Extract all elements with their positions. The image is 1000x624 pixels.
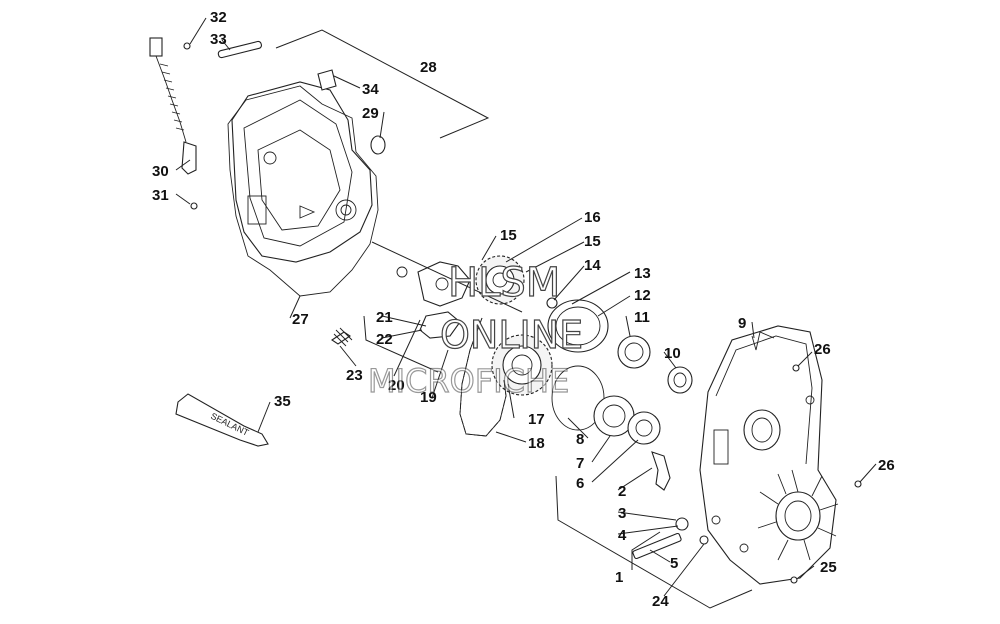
sealant-tube: SEALANT (175, 393, 269, 447)
chaincase-housing (699, 325, 839, 585)
callout-25: 25 (820, 559, 837, 576)
callout-7: 7 (576, 455, 584, 472)
upper-sprocket (475, 255, 558, 309)
callout-23: 23 (346, 367, 363, 384)
callout-20: 20 (388, 377, 405, 394)
callout-3: 3 (618, 505, 626, 522)
callout-1: 1 (615, 569, 623, 586)
group-brackets (275, 29, 753, 609)
housing-hardware (632, 331, 862, 584)
callout-28: 28 (420, 59, 437, 76)
callout-labels: 1 2 3 4 5 6 7 8 9 10 11 12 13 14 15 15 1… (152, 9, 895, 610)
leader-lines (175, 17, 877, 597)
callout-8: 8 (576, 431, 584, 448)
callout-26a: 26 (814, 341, 831, 358)
upper-chaincase-cover (231, 81, 373, 263)
watermark-line-1: HLSM (448, 260, 560, 306)
callout-15b: 15 (584, 233, 601, 250)
callout-18: 18 (528, 435, 545, 452)
callout-5: 5 (670, 555, 678, 572)
callout-35: 35 (274, 393, 291, 410)
callout-16: 16 (584, 209, 601, 226)
chain-tensioner-assembly (331, 261, 471, 347)
lower-sprocket (491, 334, 553, 396)
callout-34: 34 (362, 81, 379, 98)
watermark-line-3: MICROFICHE (368, 362, 569, 400)
bearings-and-seals (547, 299, 693, 445)
callout-9: 9 (738, 315, 746, 332)
callout-32: 32 (210, 9, 227, 26)
dipstick-assembly (149, 37, 197, 175)
cover-gasket (227, 85, 379, 297)
callout-10: 10 (664, 345, 681, 362)
callout-13: 13 (634, 265, 651, 282)
callout-14: 14 (584, 257, 601, 274)
callout-33: 33 (210, 31, 227, 48)
callout-31: 31 (152, 187, 169, 204)
callout-4: 4 (618, 527, 627, 544)
callout-15a: 15 (500, 227, 517, 244)
callout-22: 22 (376, 331, 393, 348)
watermark: HLSM ONLINE MICROFICHE (367, 259, 583, 400)
callout-17: 17 (528, 411, 545, 428)
callout-29: 29 (362, 105, 379, 122)
callout-2: 2 (618, 483, 626, 500)
callout-24: 24 (652, 593, 669, 610)
drive-chain (459, 317, 507, 437)
callout-19: 19 (420, 389, 437, 406)
watermark-line-2: ONLINE (440, 313, 583, 357)
callout-6: 6 (576, 475, 584, 492)
callout-27: 27 (292, 311, 309, 328)
small-hardware-upper (183, 40, 386, 210)
callout-26b: 26 (878, 457, 895, 474)
callout-12: 12 (634, 287, 651, 304)
callout-21: 21 (376, 309, 393, 326)
callout-11: 11 (634, 309, 650, 326)
callout-30: 30 (152, 163, 169, 180)
